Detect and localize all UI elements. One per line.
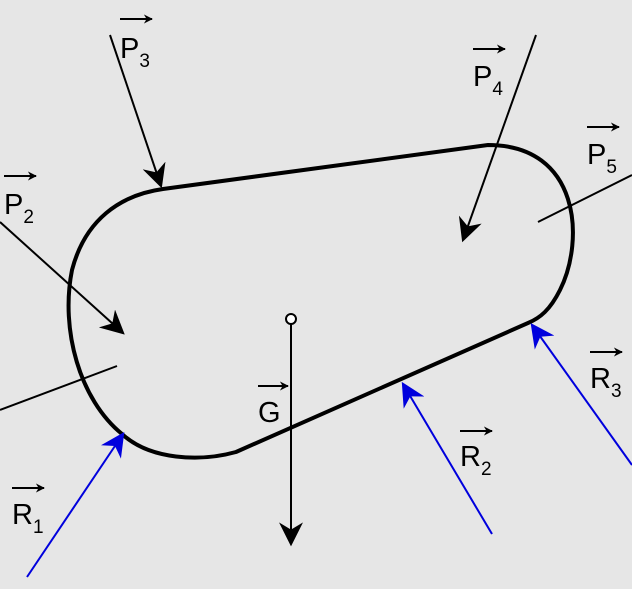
svg-text:R3: R3 <box>590 363 622 402</box>
svg-text:P4: P4 <box>473 61 503 100</box>
svg-text:P2: P2 <box>4 189 34 228</box>
force-p3-arrow <box>109 34 166 189</box>
reaction-r1-arrow <box>26 432 125 578</box>
svg-text:R2: R2 <box>460 441 492 480</box>
label-p4: P4 <box>473 44 506 100</box>
svg-text:P5: P5 <box>587 139 617 178</box>
label-p5: P5 <box>587 122 620 178</box>
label-p3: P3 <box>120 14 153 72</box>
label-r1: R1 <box>12 483 45 538</box>
reaction-r2-arrow <box>401 381 493 535</box>
label-g: G <box>258 381 289 429</box>
center-of-gravity-point <box>285 313 297 325</box>
force-p4-arrow <box>458 34 537 243</box>
force-p5-line <box>537 174 632 223</box>
label-r3: R3 <box>590 347 623 402</box>
label-p2: P2 <box>4 171 37 228</box>
left-force-line <box>0 365 118 411</box>
rigid-body-outline <box>66 143 575 460</box>
svg-text:R1: R1 <box>12 499 44 538</box>
svg-text:G: G <box>258 397 281 429</box>
force-p2-arrow <box>0 221 125 335</box>
label-r2: R2 <box>460 426 493 480</box>
svg-text:P3: P3 <box>120 33 150 72</box>
reaction-r3-arrow <box>530 323 632 466</box>
